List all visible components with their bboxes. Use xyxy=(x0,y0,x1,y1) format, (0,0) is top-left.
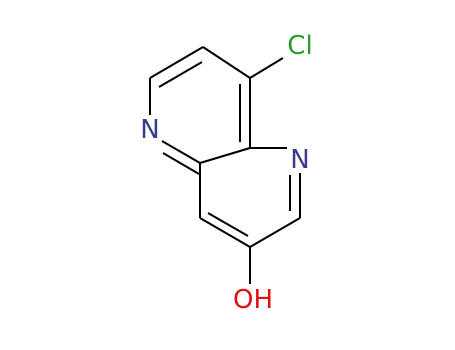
bond-c3-c4 xyxy=(202,46,251,79)
nitrogen-right-label: N xyxy=(290,145,309,175)
hydroxyl-label: OH xyxy=(233,285,273,315)
bond-c2-c3-inner xyxy=(158,61,203,88)
bond-c7-c8-inner xyxy=(207,212,249,237)
bond-c6-c7 xyxy=(249,217,301,248)
bond-n1-c8a-inner xyxy=(162,152,200,175)
bond-n1-c8a xyxy=(161,140,201,164)
nitrogen-left-label: N xyxy=(140,115,159,145)
bond-c2-c3 xyxy=(149,46,204,79)
bond-c4-cl xyxy=(249,57,284,79)
bond-c8a-c4a xyxy=(199,147,251,164)
chlorine-label: Cl xyxy=(287,31,312,61)
bond-c7-c8 xyxy=(199,217,251,248)
